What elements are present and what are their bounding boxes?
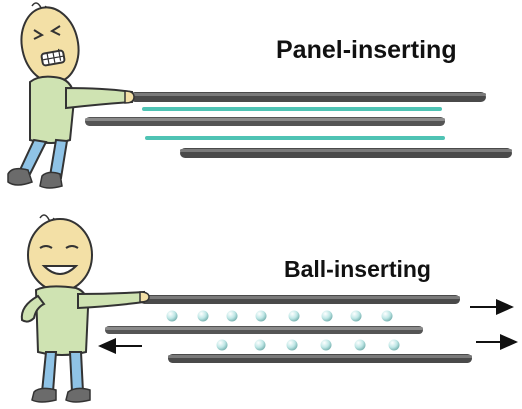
ball-inserting-title: Ball-inserting <box>284 256 431 282</box>
inserted-balls-upper <box>166 310 393 322</box>
person-straining-icon <box>7 2 135 189</box>
ball-sheet-top <box>140 295 460 304</box>
graphene-sheet-top <box>130 92 486 102</box>
panel-inserting-section <box>7 2 512 189</box>
ball-sheet-middle <box>105 326 423 334</box>
ball-inserting-section <box>20 214 518 403</box>
inserted-panel-top <box>142 107 442 111</box>
person-smiling-icon <box>20 214 150 403</box>
inserted-balls-lower <box>216 339 400 351</box>
ball-sheet-bottom <box>168 354 472 363</box>
graphene-sheet-middle <box>85 117 445 126</box>
graphene-sheet-bottom <box>180 148 512 158</box>
panel-inserting-title: Panel-inserting <box>276 36 457 64</box>
inserted-panel-bottom <box>145 136 445 140</box>
